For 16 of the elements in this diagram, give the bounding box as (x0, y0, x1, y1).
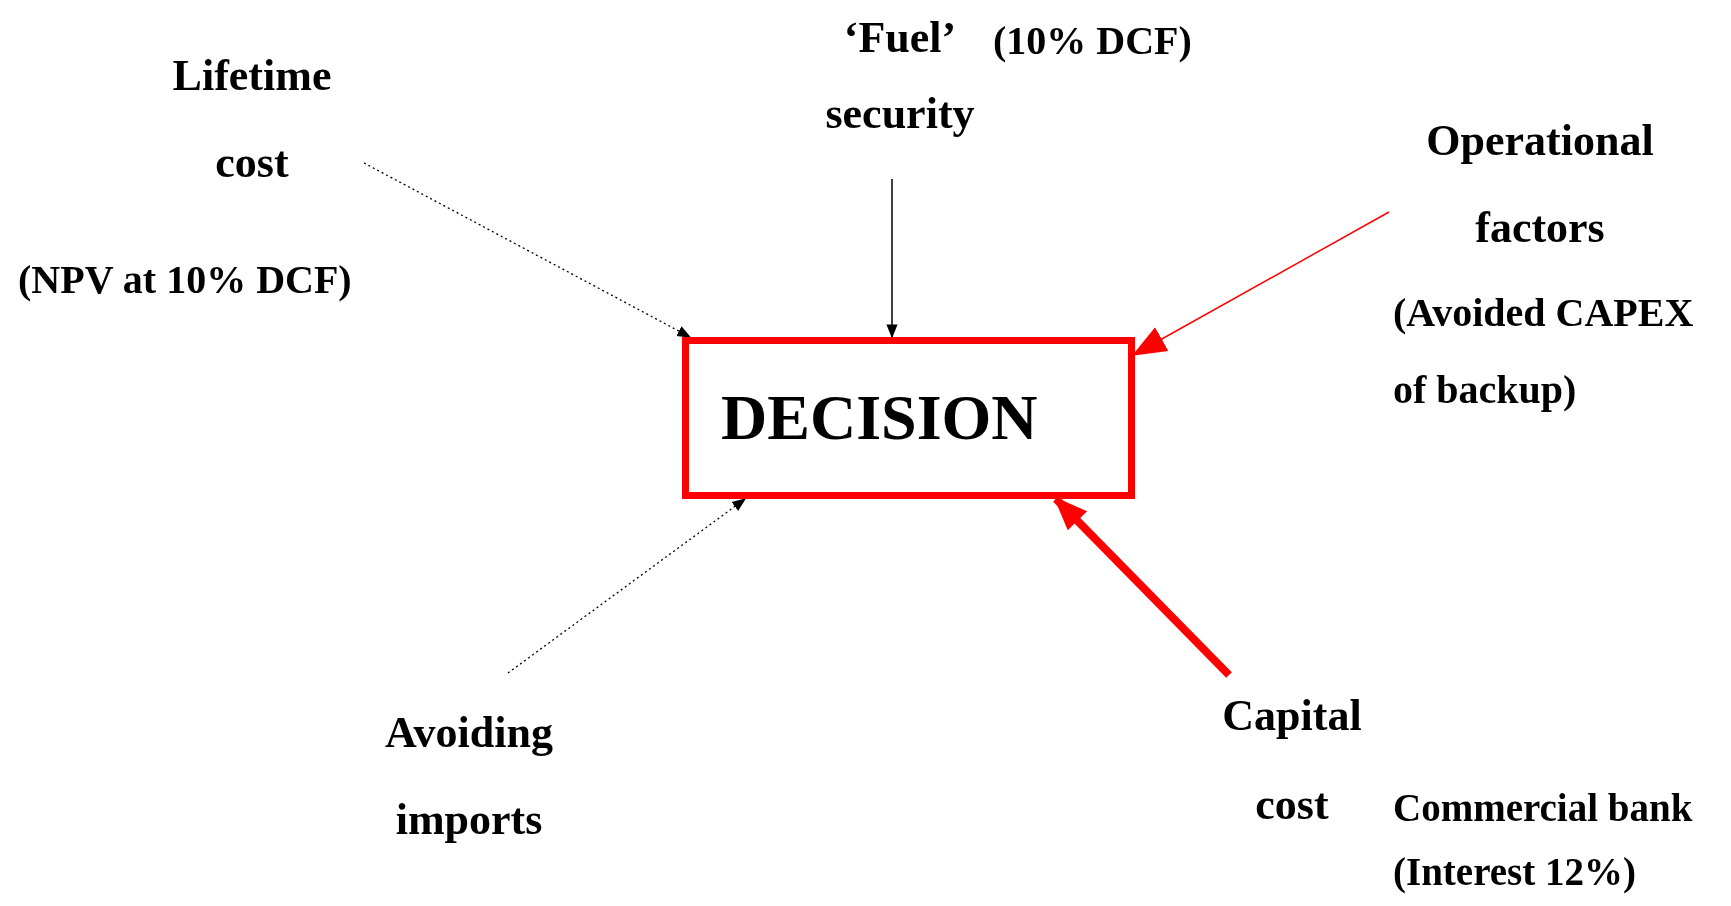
factor-note: Commercial bank (Interest 12%) (1393, 785, 1694, 896)
arrow (1132, 211, 1390, 356)
arrow (886, 178, 898, 339)
factor-label: Operational factors (1425, 115, 1655, 254)
arrow (363, 162, 692, 338)
factor-note: (Avoided CAPEX of backup) (1393, 289, 1695, 414)
arrow (507, 498, 747, 674)
factor-label: Avoiding imports (384, 707, 554, 846)
decision-label: DECISION (721, 386, 1038, 450)
factor-label: ‘Fuel’ security (824, 12, 976, 140)
arrow (1053, 496, 1232, 678)
factor-label: Capital cost (1221, 690, 1363, 831)
decision-box (682, 337, 1135, 499)
factor-label: Lifetime cost (171, 50, 333, 189)
factor-note: (10% DCF) (993, 17, 1192, 65)
factor-note: (NPV at 10% DCF) (18, 256, 353, 304)
